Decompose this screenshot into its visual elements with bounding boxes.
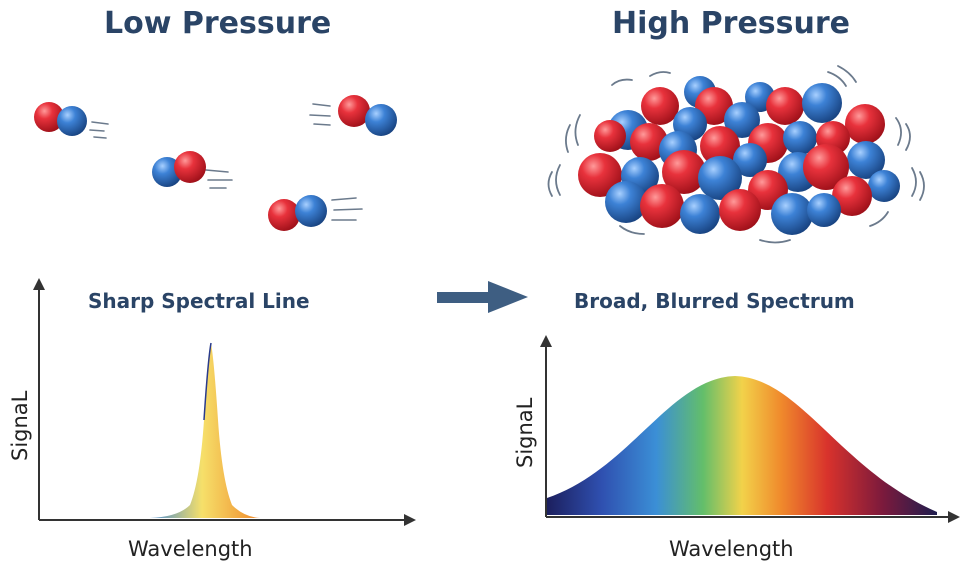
left-x-axis-label: Wavelength	[128, 537, 253, 561]
sharp-spectral-peak	[40, 343, 400, 518]
left-y-axis-label: SignaL	[8, 390, 32, 461]
low-pressure-title: Low Pressure	[104, 6, 332, 41]
right-x-axis-label: Wavelength	[669, 537, 794, 561]
high-pressure-title: High Pressure	[612, 6, 851, 41]
vibration-lines	[547, 65, 925, 244]
y-axis-arrowhead	[540, 335, 552, 347]
x-axis-arrowhead	[948, 511, 960, 523]
broad-spectrum-curve	[547, 376, 937, 515]
broad-spectrum-chart	[540, 335, 960, 523]
x-axis-arrowhead	[404, 514, 416, 526]
right-y-axis-label: SignaL	[513, 397, 537, 468]
low-pressure-molecules	[34, 95, 397, 231]
molecule-icon	[152, 151, 233, 189]
high-pressure-molecule-cluster	[547, 65, 925, 244]
atom-spheres	[578, 76, 900, 235]
molecule-icon	[268, 195, 363, 231]
y-axis-arrowhead	[33, 278, 45, 290]
arrow-right-icon	[437, 281, 528, 313]
molecule-icon	[309, 95, 397, 136]
broad-spectrum-title: Broad, Blurred Spectrum	[574, 289, 855, 313]
sharp-line-chart	[33, 278, 416, 526]
sharp-spectral-line-title: Sharp Spectral Line	[88, 289, 310, 313]
molecule-icon	[34, 102, 109, 139]
